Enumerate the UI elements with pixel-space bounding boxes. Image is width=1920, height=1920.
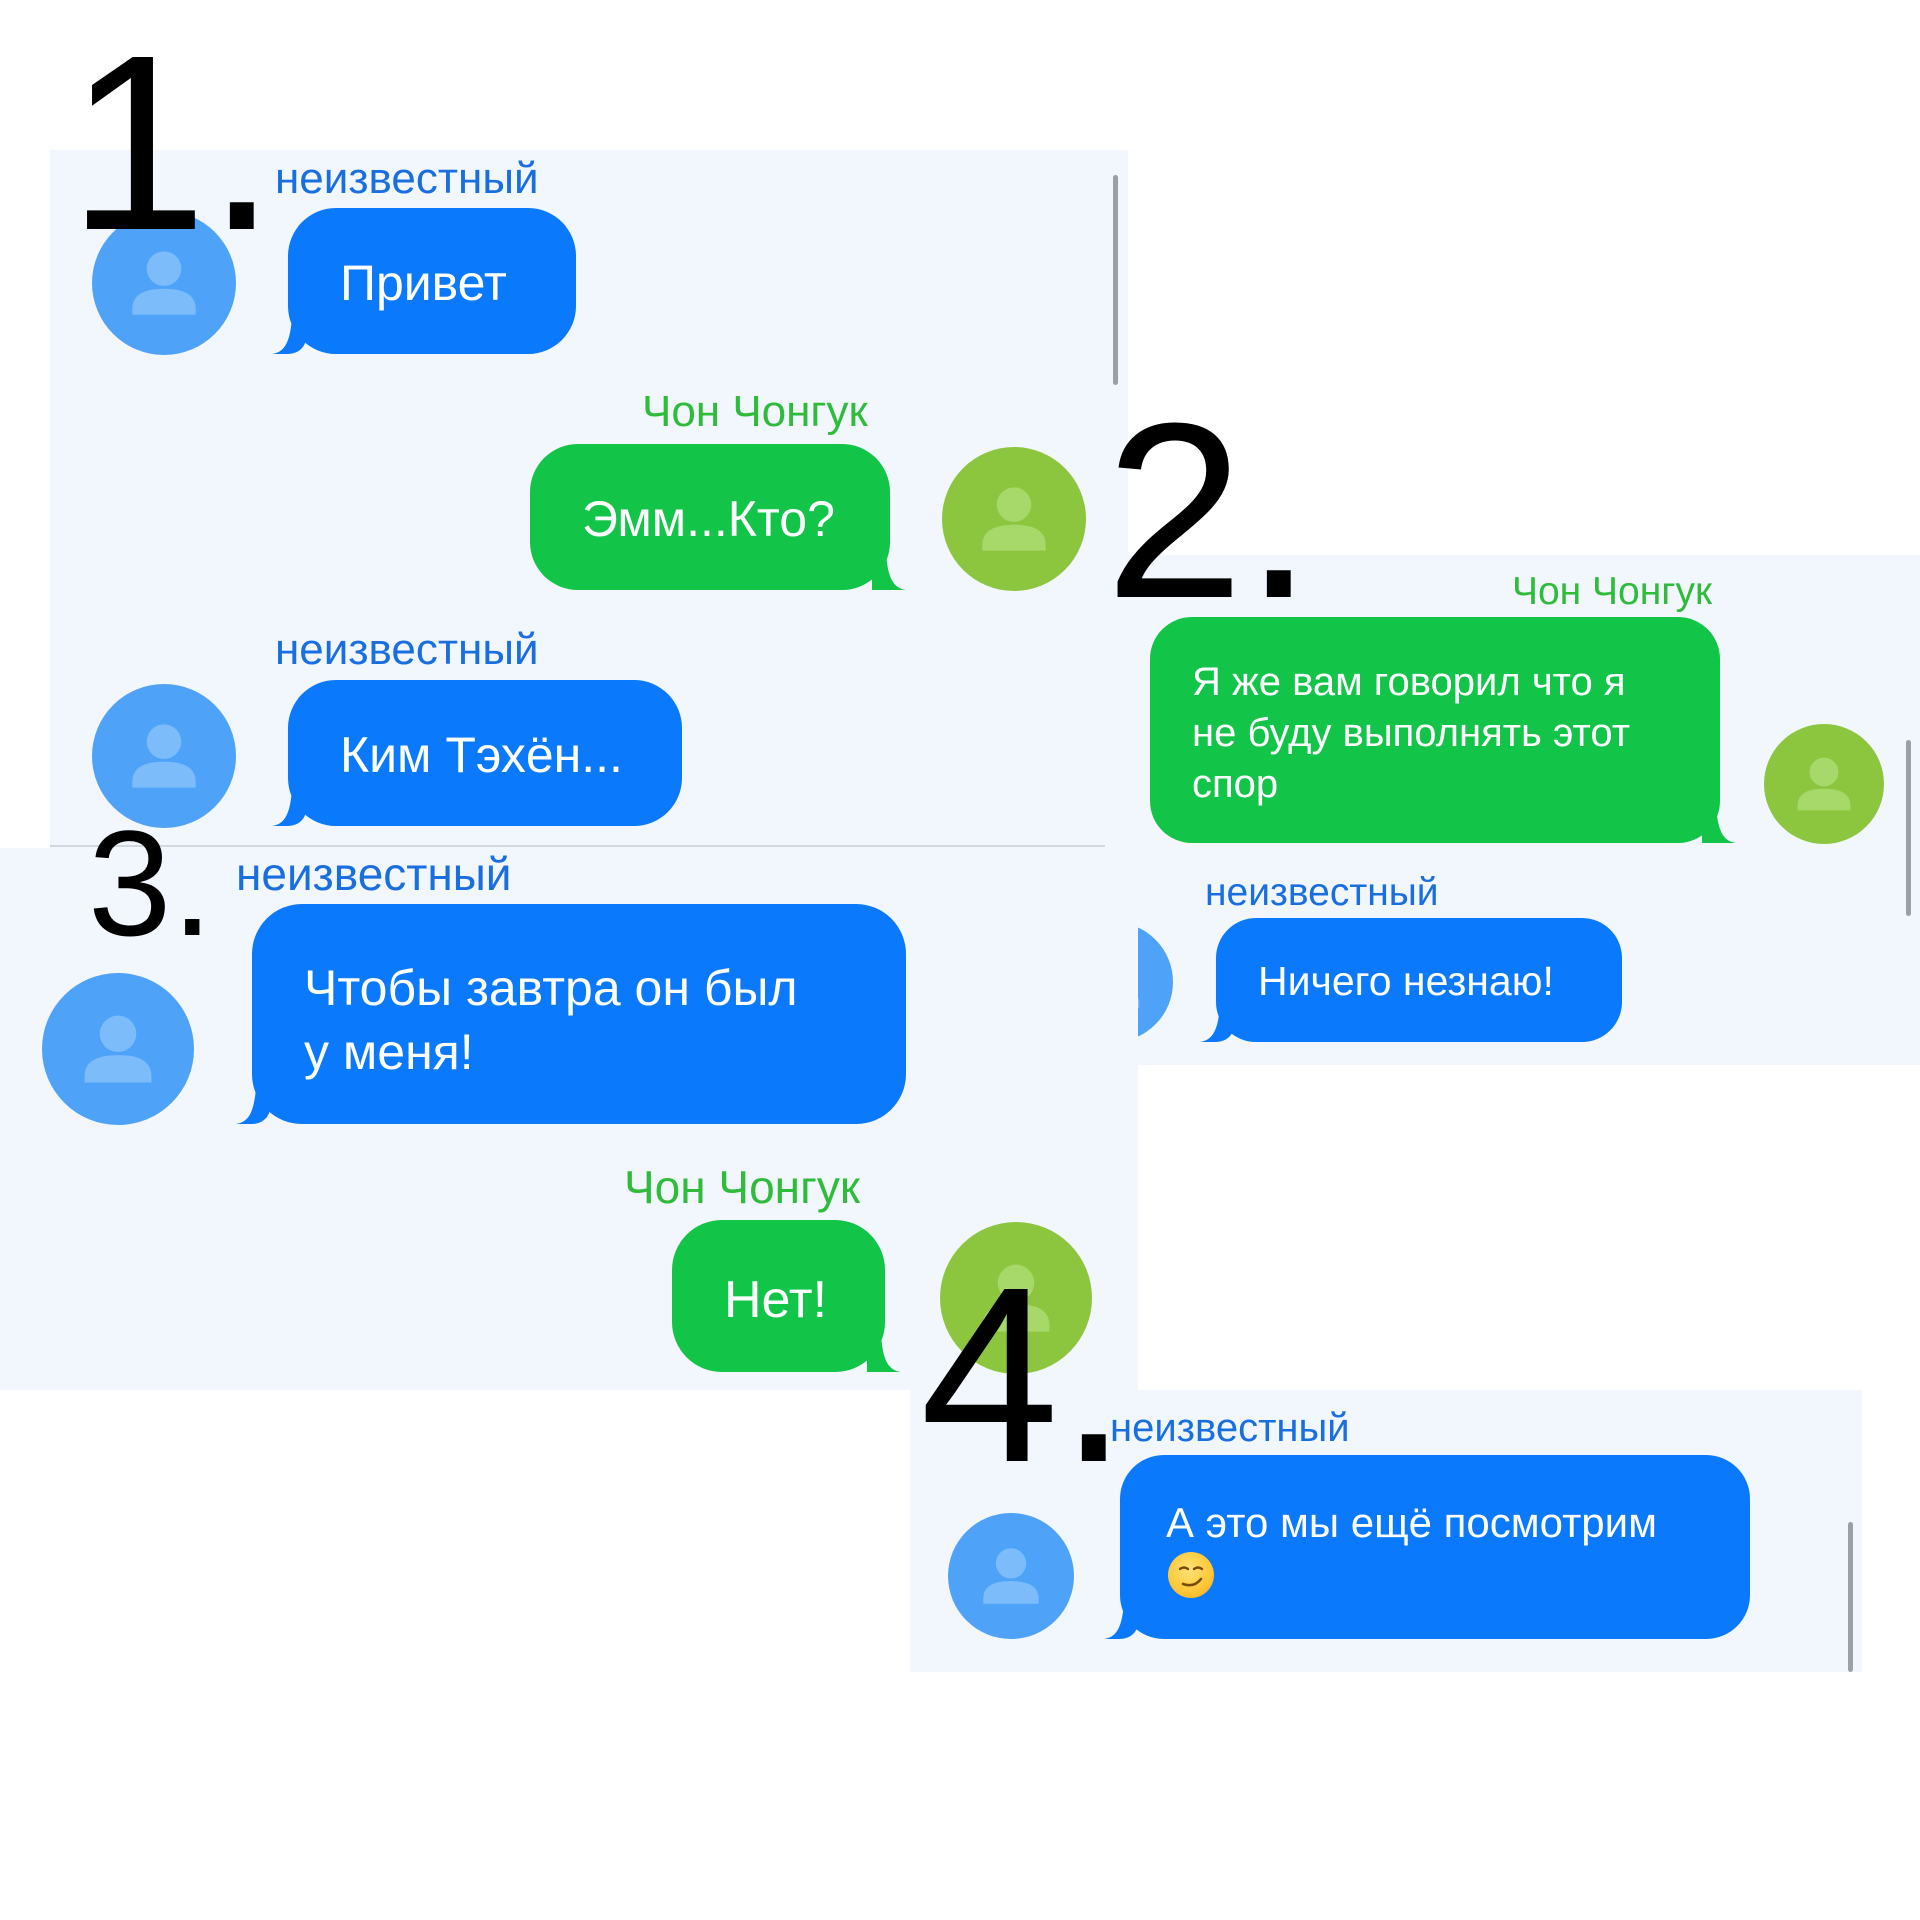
avatar-jungkook[interactable] (1764, 724, 1884, 844)
panel-1-divider (50, 845, 1128, 847)
person-silhouette-icon (982, 1264, 1050, 1332)
message-text: Я же вам говорил что я не буду выполнять… (1192, 660, 1631, 806)
sender-name: неизвестный (236, 848, 512, 900)
person-silhouette-icon (1797, 757, 1851, 811)
smirking-face-emoji (1168, 1552, 1214, 1598)
message-bubble-outgoing[interactable]: Я же вам говорил что я не буду выполнять… (1150, 617, 1720, 843)
message-text: Эмм...Кто? (582, 491, 835, 547)
message-bubble-outgoing[interactable]: Нет! (672, 1220, 885, 1372)
message-bubble-incoming[interactable]: Ничего незнаю! (1216, 918, 1622, 1042)
sender-name: неизвестный (275, 625, 539, 674)
message-bubble-incoming[interactable]: Ким Тэхён... (288, 680, 682, 826)
part-number-4: 4. (920, 1235, 1129, 1514)
sender-name: неизвестный (1110, 1406, 1350, 1450)
sender-name: неизвестный (1205, 871, 1439, 914)
message-text: Ничего незнаю! (1258, 958, 1554, 1004)
message-bubble-incoming[interactable]: А это мы ещё посмотрим (1120, 1455, 1750, 1639)
avatar-jungkook[interactable] (940, 1222, 1092, 1374)
sender-name: Чон Чонгук (1512, 570, 1713, 613)
person-silhouette-icon (132, 251, 196, 315)
part-number-3: 3. (88, 799, 214, 967)
scrollbar-panel-1[interactable] (1113, 175, 1118, 385)
message-bubble-outgoing[interactable]: Эмм...Кто? (530, 444, 890, 590)
message-text: Нет! (724, 1271, 828, 1329)
person-silhouette-icon (983, 1548, 1039, 1604)
avatar-unknown[interactable] (92, 211, 236, 355)
sender-name: Чон Чонгук (642, 387, 868, 436)
person-silhouette-icon (132, 724, 196, 788)
sender-name: Чон Чонгук (624, 1161, 860, 1213)
message-bubble-incoming[interactable]: Привет (288, 208, 576, 354)
scrollbar-panel-2[interactable] (1906, 740, 1911, 916)
avatar-unknown[interactable] (42, 973, 194, 1125)
part-number-2: 2. (1105, 371, 1314, 650)
person-silhouette-icon (84, 1015, 152, 1083)
part-number-1: 1. (68, 3, 277, 282)
avatar-jungkook[interactable] (942, 447, 1086, 591)
sender-name: неизвестный (275, 154, 539, 203)
message-text: А это мы ещё посмотрим (1166, 1499, 1657, 1546)
avatar-unknown[interactable] (92, 684, 236, 828)
message-text: Ким Тэхён... (340, 727, 623, 783)
message-text: Чтобы завтра он был у меня! (304, 960, 798, 1080)
message-text: Привет (340, 255, 507, 311)
scrollbar-panel-4[interactable] (1848, 1522, 1853, 1672)
message-bubble-incoming[interactable]: Чтобы завтра он был у меня! (252, 904, 906, 1124)
person-silhouette-icon (982, 487, 1046, 551)
avatar-unknown[interactable] (948, 1513, 1074, 1639)
